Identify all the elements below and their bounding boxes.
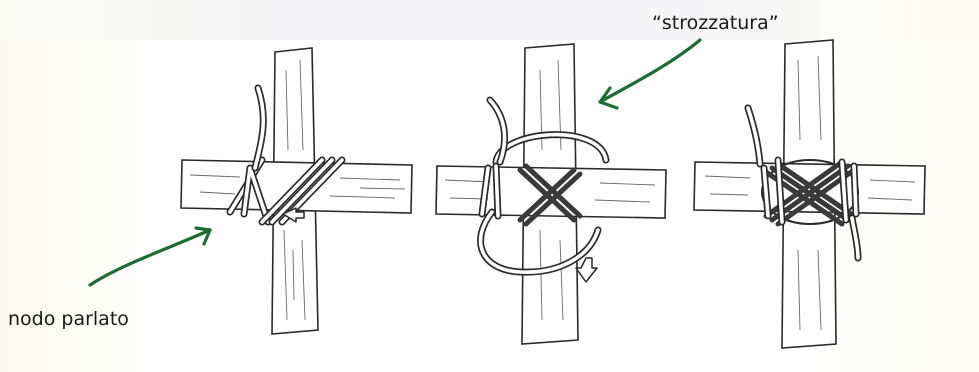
step-1-illustration [181,48,412,334]
green-arrow-icon [600,40,700,108]
green-arrow-icon [90,228,210,285]
step-2-direction-arrow [576,258,597,282]
nodo-parlato-arrow [90,230,210,285]
step-2-illustration [436,44,666,344]
strozzatura-arrow [600,40,700,102]
nodo-parlato-label: nodo parlato [8,308,129,330]
strozzatura-label: “strozzatura” [652,12,779,34]
step-3-illustration [694,40,925,348]
